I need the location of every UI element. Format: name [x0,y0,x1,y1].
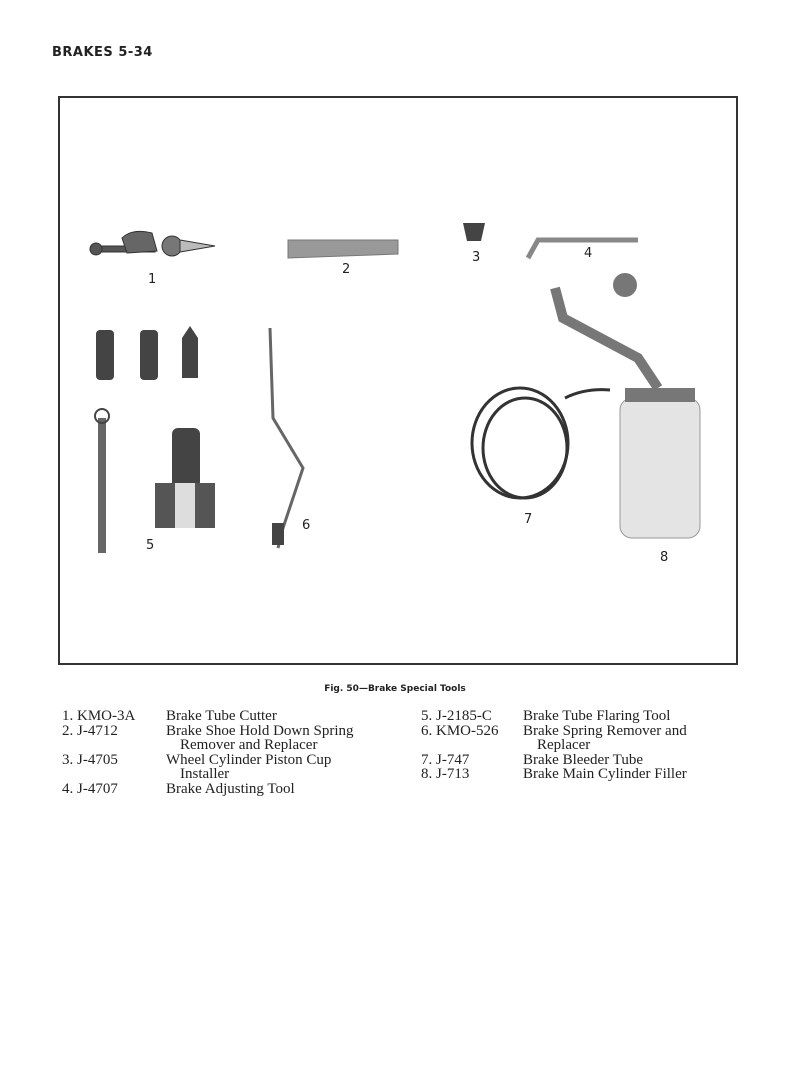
figure-label-4: 4 [584,246,593,261]
spring-tool-drawing [287,239,399,259]
legend-item: 8. J-713 Brake Main Cylinder Filler [421,767,741,782]
page-header: BRAKES 5-34 [52,45,153,60]
legend-right: 5. J-2185-C Brake Tube Flaring Tool 6. KM… [421,709,741,782]
legend-continuation: Remover and Replacer [62,738,402,753]
part-number: 3. J-4705 [62,751,118,768]
part-description: Wheel Cylinder Piston Cup [166,751,332,768]
legend-continuation: Replacer [421,738,741,753]
part-description: Brake Adjusting Tool [166,780,295,797]
figure-label-2: 2 [342,262,351,277]
brake-tools-illustration [89,223,701,553]
legend-item: 1. KMO-3A Brake Tube Cutter [62,709,402,724]
legend-item: 6. KMO-526 Brake Spring Remover and [421,722,741,739]
cylinder-filler-drawing [550,273,701,539]
legend-item: 2. J-4712 Brake Shoe Hold Down Spring [62,722,402,739]
flaring-tool-drawing [94,326,215,553]
part-number: 6. KMO-526 [421,722,499,739]
part-description: Brake Shoe Hold Down Spring [166,722,354,739]
tube-cutter-drawing [89,230,216,257]
piston-cup-installer-drawing [463,223,485,241]
figure-label-8: 8 [660,550,669,565]
figure-caption: Fig. 50—Brake Special Tools [324,684,466,694]
part-description: Brake Tube Flaring Tool [523,708,671,724]
figure-label-7: 7 [524,512,533,527]
part-description: Brake Main Cylinder Filler [523,766,687,783]
legend-item: 7. J-747 Brake Bleeder Tube [421,751,741,768]
part-description-cont: Remover and Replacer [180,737,318,754]
part-description-cont: Replacer [537,737,591,754]
part-description: Brake Spring Remover and [523,722,687,739]
legend-item: 4. J-4707 Brake Adjusting Tool [62,782,402,797]
part-number: 2. J-4712 [62,722,118,739]
figure-label-3: 3 [472,250,481,265]
spring-remover-drawing [268,327,305,549]
figure-frame: 1 2 3 4 5 6 7 8 [58,96,738,665]
part-number: 5. J-2185-C [421,708,492,724]
part-description-cont: Installer [180,766,230,783]
part-description: Brake Bleeder Tube [523,751,643,768]
legend-item: 3. J-4705 Wheel Cylinder Piston Cup [62,751,402,768]
part-number: 4. J-4707 [62,780,118,797]
legend-item: 5. J-2185-C Brake Tube Flaring Tool [421,709,741,724]
part-number: 1. KMO-3A [62,708,136,724]
part-number: 8. J-713 [421,766,470,783]
bleeder-tube-drawing [470,386,611,500]
legend-continuation: Installer [62,767,402,782]
part-number: 7. J-747 [421,751,470,768]
part-description: Brake Tube Cutter [166,708,277,724]
adjusting-tool-drawing [525,237,638,260]
figure-label-1: 1 [148,272,157,287]
figure-label-6: 6 [302,518,311,533]
figure-label-5: 5 [146,538,155,553]
